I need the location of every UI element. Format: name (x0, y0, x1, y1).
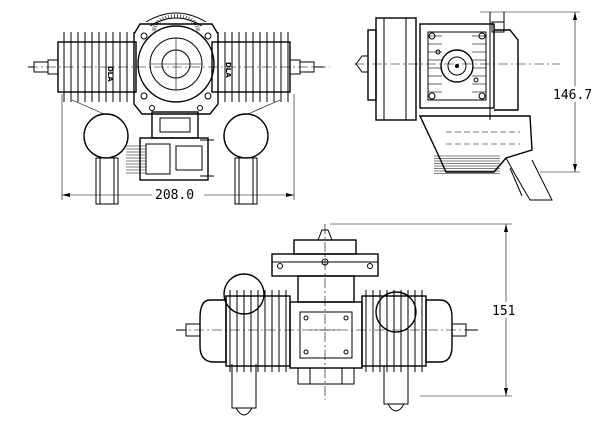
drawing-line (152, 27, 157, 29)
drawing-line (179, 14, 182, 19)
side-exhaust (418, 115, 553, 201)
right-cylinder-logo: DLA (224, 62, 232, 78)
right-cylinder-body (211, 41, 291, 93)
drawing-line (191, 19, 195, 23)
drawing-line (155, 21, 160, 25)
top-height-dimension: 151 (330, 223, 522, 397)
side-height-dimension: 146.7 (480, 11, 604, 173)
right-cylinder (217, 32, 289, 102)
drawing-line (161, 16, 165, 21)
drawing-line (194, 23, 199, 26)
right-muffler (223, 113, 269, 205)
drawing-line (167, 14, 170, 19)
front-carburetor (126, 111, 214, 181)
top-right-cylinder (361, 290, 478, 412)
left-cylinder-body (57, 41, 137, 93)
side-view: 146.7 (354, 11, 604, 201)
side-cylinder-head (419, 23, 495, 109)
side-prop-hub (355, 17, 417, 121)
drawing-line (195, 27, 200, 29)
front-width-dimension: 208.0 (61, 94, 295, 203)
left-muffler (83, 113, 129, 205)
top-view: 151 (176, 223, 522, 416)
drawing-line (157, 19, 161, 23)
top-left-cylinder (176, 273, 291, 416)
drawing-line (152, 25, 157, 28)
drawing-line (164, 15, 168, 20)
drawing-line (184, 15, 188, 20)
drawing-line (153, 23, 158, 26)
top-height-label: 151 (492, 304, 515, 319)
side-height-label: 146.7 (553, 88, 592, 103)
drawing-line (182, 14, 185, 19)
drawing-line (170, 14, 173, 19)
drawing-line (187, 16, 191, 21)
front-width-label: 208.0 (155, 188, 194, 203)
front-view: DLA DLA (28, 12, 330, 205)
drawing-line (189, 18, 193, 22)
side-mount-bracket (489, 12, 519, 120)
drawing-line (195, 25, 200, 28)
front-crankcase (133, 12, 219, 115)
drawing-line (159, 18, 163, 22)
drawing-line (192, 21, 197, 25)
left-cylinder-logo: DLA (106, 66, 114, 82)
